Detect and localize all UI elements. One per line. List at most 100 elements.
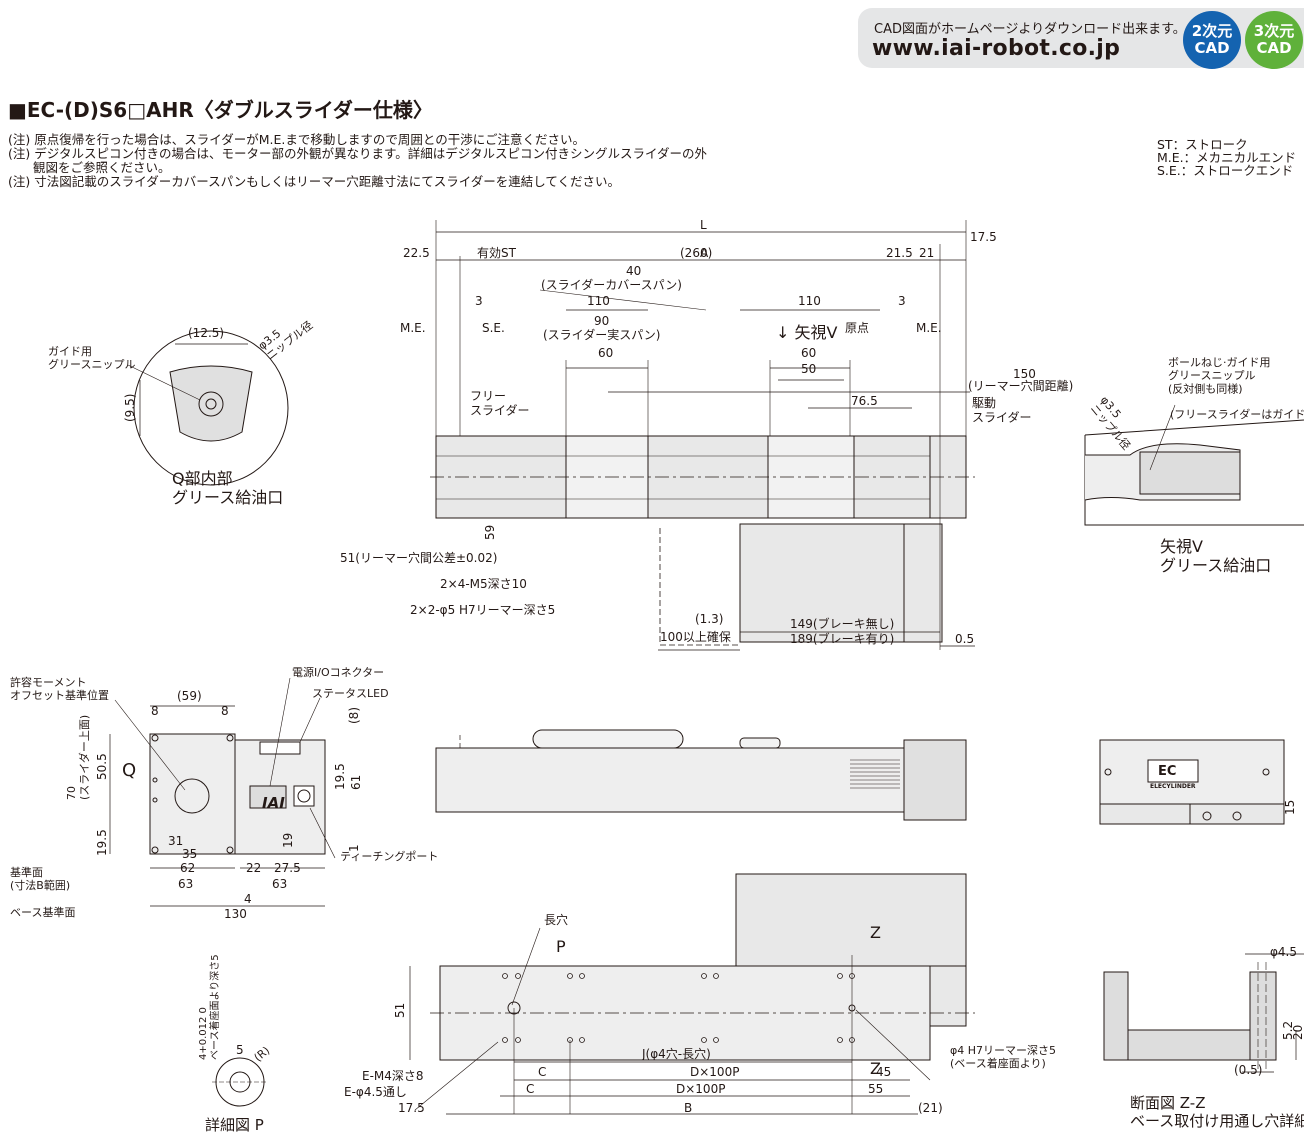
long-hole-label: 長穴 (544, 912, 568, 927)
dim-22: 22 (246, 861, 261, 875)
nipple-diameter-label: φ3.5ニップル径 (256, 308, 315, 363)
dim-260: (260) (680, 246, 712, 260)
q-point-circle (174, 778, 210, 814)
dim-62: 62 (180, 861, 195, 875)
q-inner-grease-port-label: Q部内部グリース給油口 (172, 469, 283, 507)
dim-5-2: 5.2 (1281, 1021, 1295, 1040)
note-line: 観図をご参照ください。 (8, 160, 171, 175)
dim-51: 51 (393, 1003, 407, 1018)
cad-2d-label: 2次元 CAD (1191, 22, 1233, 57)
dim-61: 61 (349, 775, 363, 790)
status-led-label: ステータスLED (312, 687, 389, 700)
dim-9-5: (9.5) (123, 394, 137, 422)
end-view-motor (149, 733, 236, 855)
dim-5: 5 (236, 1043, 244, 1057)
iai-logo: IAI (262, 794, 285, 812)
dim-d-pitch-bottom: D×100P (676, 1082, 725, 1096)
mechanical-end-right: M.E. (916, 321, 942, 335)
section-right-wall (1249, 971, 1277, 1061)
reamer-distance-label: (リーマー穴間距離) (968, 378, 1073, 393)
q-detail-circle (133, 330, 289, 486)
m5-tap-label: 2×4-M5深さ10 (440, 577, 527, 591)
teaching-port-label: ティーチングポート (340, 849, 438, 863)
dim-63-right: 63 (272, 877, 287, 891)
dim-19: 19 (281, 833, 295, 848)
moment-offset-label: 許容モーメントオフセット基準位置 (10, 675, 109, 702)
actuator-side-body (435, 747, 931, 813)
dim-59-paren: (59) (177, 689, 202, 703)
dim-3-right: 3 (898, 294, 906, 308)
section-base (1127, 1029, 1251, 1061)
power-io-connector-label: 電源I/Oコネクター (292, 665, 384, 679)
p-detail-marker: P (556, 937, 566, 956)
dim-55: 55 (868, 1082, 883, 1096)
notes-block: (注) 原点復帰を行った場合は、スライダーがM.E.まで移動しますので周囲との干… (8, 133, 707, 189)
cad-download-note: CAD図面がホームページよりダウンロード出来ます。 (874, 22, 1186, 37)
radius-label: (R) (252, 1044, 273, 1064)
nipple-diameter-label-v: φ3.5ニップル径 (1088, 394, 1143, 453)
cad-3d-label: 3次元 CAD (1253, 22, 1295, 57)
legend-line: ST：ストローク (1157, 137, 1248, 152)
dim-4: 4 (244, 892, 252, 906)
e-m4-tap-label: E-M4深さ8 (362, 1069, 424, 1083)
dim-19-5-left: 19.5 (95, 829, 109, 856)
phi4-reamer-label: φ4 H7リーマー深さ5(ベース着座面より) (950, 1044, 1056, 1070)
legend-line: M.E.：メカニカルエンド (1157, 150, 1297, 165)
ec-logo: EC (1158, 764, 1176, 779)
note-line: (注) 寸法図記載のスライダーカバースパンもしくはリーマー穴距離寸法にてスライダ… (8, 174, 620, 189)
dim-59: 59 (483, 525, 497, 540)
page-title: ■EC-(D)S6□AHR〈ダブルスライダー仕様〉 (8, 98, 433, 122)
dim-60-left: 60 (598, 346, 613, 360)
dim-15: 15 (1283, 800, 1297, 815)
dim-8-left: 8 (151, 704, 159, 718)
dim-1: 1 (347, 844, 361, 852)
dim-21-5: 21.5 (886, 246, 913, 260)
website-url[interactable]: www.iai-robot.co.jp (872, 36, 1121, 61)
dim-1-3: (1.3) (695, 612, 723, 626)
elecylinder-text: ELECYLINDER (1150, 783, 1196, 790)
cad-3d-badge[interactable]: 3次元 CAD (1245, 11, 1303, 69)
actual-span-label: (スライダー実スパン) (543, 327, 660, 342)
dim-63-left: 63 (178, 877, 193, 891)
dim-90: 90 (594, 314, 609, 328)
io-connector[interactable] (249, 785, 287, 809)
cad-2d-badge[interactable]: 2次元 CAD (1183, 11, 1241, 69)
motor-side-view (903, 739, 967, 821)
teaching-port[interactable] (293, 785, 315, 807)
dim-35: 35 (182, 847, 197, 861)
dim-110-left: 110 (587, 294, 610, 308)
dim-19-5-right: 19.5 (333, 763, 347, 790)
abbreviation-legend: ST：ストローク M.E.：メカニカルエンド S.E.：ストロークエンド (1157, 138, 1296, 177)
dim-17-5: 17.5 (970, 230, 997, 244)
dim-effective-stroke: 有効ST (477, 245, 517, 260)
motor-bottom-view (735, 873, 967, 967)
dim-50: 50 (801, 362, 816, 376)
dim-0-5-paren: (0.5) (1234, 1063, 1262, 1077)
length-no-brake: 149(ブレーキ無し) (790, 616, 894, 631)
dim-40: 40 (626, 264, 641, 278)
section-left-wall (1103, 971, 1129, 1061)
section-z-marker-bottom: Z (870, 1059, 881, 1078)
slider-side-view (532, 729, 684, 749)
ec-logo-plate (1147, 759, 1199, 783)
q-point-label: Q (122, 760, 136, 781)
dim-21-paren: (21) (918, 1101, 943, 1115)
legend-line: S.E.：ストロークエンド (1157, 163, 1294, 178)
dim-130: 130 (224, 907, 247, 921)
mechanical-end-left: M.E. (400, 321, 426, 335)
dim-21: 21 (919, 246, 934, 260)
dim-76-5: 76.5 (851, 394, 878, 408)
dim-110-right: 110 (798, 294, 821, 308)
detail-p-caption: 詳細図 P (205, 1116, 264, 1134)
dim-27-5: 27.5 (274, 861, 301, 875)
dim-b: B (684, 1101, 692, 1115)
dim-17-5-bottom: 17.5 (398, 1101, 425, 1115)
dim-22-5: 22.5 (403, 246, 430, 260)
clearance-label: 100以上確保 (660, 629, 731, 644)
dim-31: 31 (168, 834, 183, 848)
dim-3-left: 3 (475, 294, 483, 308)
dim-70-slider-top: 70(スライダー上面) (65, 715, 91, 800)
j-hole-count-label: J(φ4穴-長穴) (641, 1046, 711, 1061)
